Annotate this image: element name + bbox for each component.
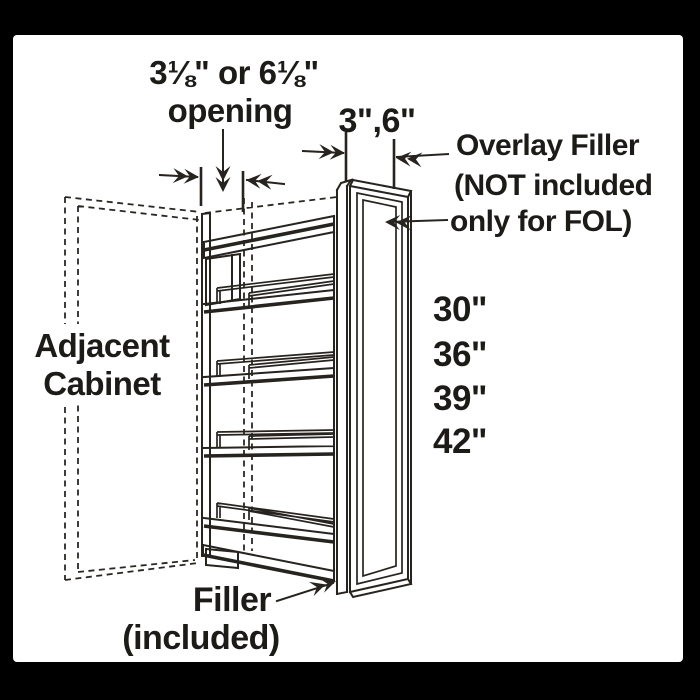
label-overlay-filler-1: Overlay Filler: [456, 129, 640, 162]
shelf-2-rail: [216, 351, 335, 379]
label-height-39: 39": [433, 379, 487, 418]
label-overlay-filler-2: (NOT included: [454, 169, 653, 202]
label-opening-word: opening: [168, 92, 293, 129]
label-height-42: 42": [433, 422, 487, 461]
pullout-unit: [200, 211, 336, 583]
overlay-filler-leader-arrow: [384, 214, 449, 231]
label-adjacent-1: Adjacent: [34, 327, 170, 364]
back-block-top: [205, 252, 241, 307]
label-height-36: 36": [433, 335, 487, 374]
filler-strip: [335, 178, 354, 596]
label-adjacent-2: Cabinet: [43, 365, 161, 402]
shelf-1: [202, 273, 336, 314]
back-block-bottom: [205, 547, 239, 570]
shelf-4: [202, 502, 336, 544]
label-filler-included-2: (included): [122, 619, 279, 657]
filler-leader-arrow: [275, 573, 339, 603]
label-height-30: 30": [433, 290, 487, 329]
dimension-opening: [158, 129, 286, 212]
overlay-filler-panel: [348, 178, 413, 599]
label-mask: [28, 324, 178, 404]
shelf-3: [202, 429, 336, 458]
shelf-4-rail: [216, 502, 335, 528]
label-filler-included-1: Filler: [193, 581, 272, 619]
shelf-1-rail: [216, 273, 335, 306]
bottom-board: [201, 543, 336, 583]
shelf-2: [202, 351, 336, 387]
shelf-3-rail: [216, 429, 335, 450]
hidden-opening-lines: [196, 196, 338, 558]
dimension-filler-width: [301, 132, 450, 189]
label-filler-width: 3",6": [338, 102, 415, 140]
top-rail: [202, 214, 336, 260]
label-opening-size: 3⅛" or 6⅛": [149, 54, 318, 91]
label-overlay-filler-3: only for FOL): [450, 205, 632, 238]
